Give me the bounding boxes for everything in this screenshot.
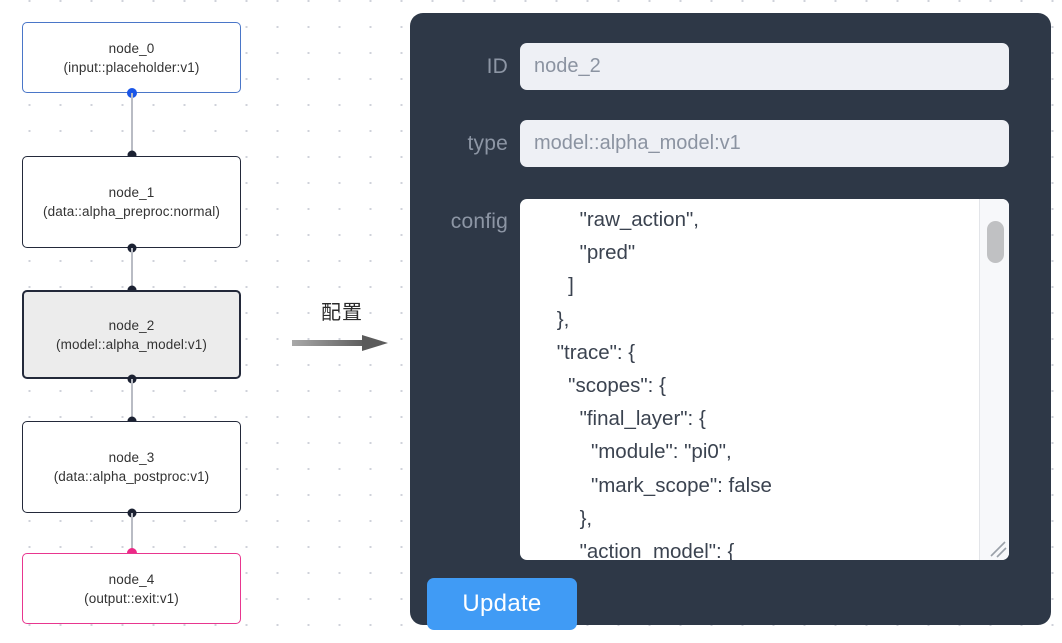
field-row-config: config "raw_action", "pred" ] }, "trace"… bbox=[410, 199, 1009, 560]
edge-node_2-node_3 bbox=[131, 379, 133, 421]
graph-node-node_0[interactable]: node_0 (input::placeholder:v1) bbox=[22, 22, 241, 93]
graph-node-title: node_2 bbox=[108, 317, 155, 333]
node-config-panel: ID type config "raw_action", "pred" ] },… bbox=[410, 13, 1051, 630]
graph-node-subtitle: (model::alpha_model:v1) bbox=[56, 336, 207, 352]
graph-node-node_2[interactable]: node_2 (model::alpha_model:v1) bbox=[22, 290, 241, 379]
config-field-label: config bbox=[450, 210, 508, 233]
graph-node-title: node_1 bbox=[108, 185, 155, 200]
graph-node-subtitle: (output::exit:v1) bbox=[84, 590, 179, 606]
config-textarea-wrapper[interactable]: "raw_action", "pred" ] }, "trace": { "sc… bbox=[520, 199, 1009, 560]
resize-handle-icon[interactable] bbox=[986, 537, 1008, 559]
config-scrollbar-thumb[interactable] bbox=[987, 221, 1004, 263]
graph-node-title: node_4 bbox=[108, 571, 155, 587]
graph-node-node_4[interactable]: node_4 (output::exit:v1) bbox=[22, 553, 241, 624]
annotation-label: 配置 bbox=[321, 300, 363, 324]
update-button[interactable]: Update bbox=[427, 578, 577, 630]
graph-node-subtitle: (data::alpha_postproc:v1) bbox=[53, 469, 210, 484]
type-input[interactable] bbox=[520, 120, 1009, 167]
graph-node-subtitle: (data::alpha_preproc:normal) bbox=[43, 204, 220, 219]
annotation-label-wrap: 配置 bbox=[292, 300, 392, 324]
edge-node_3-node_4 bbox=[131, 513, 133, 553]
id-input[interactable] bbox=[520, 43, 1009, 90]
port-node_1-in[interactable] bbox=[127, 150, 137, 160]
field-row-id: ID bbox=[410, 43, 1009, 90]
field-row-type: type bbox=[410, 120, 1009, 167]
graph-node-title: node_3 bbox=[108, 450, 155, 465]
graph-node-subtitle: (input::placeholder:v1) bbox=[63, 59, 200, 75]
edge-node_0-node_1 bbox=[131, 93, 133, 155]
edge-node_1-node_2 bbox=[131, 248, 133, 290]
graph-node-node_3[interactable]: node_3 (data::alpha_postproc:v1) bbox=[22, 421, 241, 513]
graph-node-title: node_0 bbox=[108, 40, 155, 56]
type-field-label: type bbox=[467, 131, 508, 155]
config-textarea[interactable]: "raw_action", "pred" ] }, "trace": { "sc… bbox=[556, 208, 772, 560]
id-field-label: ID bbox=[486, 54, 508, 78]
config-scrollbar[interactable] bbox=[979, 199, 1009, 560]
graph-node-node_1[interactable]: node_1 (data::alpha_preproc:normal) bbox=[22, 156, 241, 248]
right-arrow-icon bbox=[292, 335, 388, 351]
